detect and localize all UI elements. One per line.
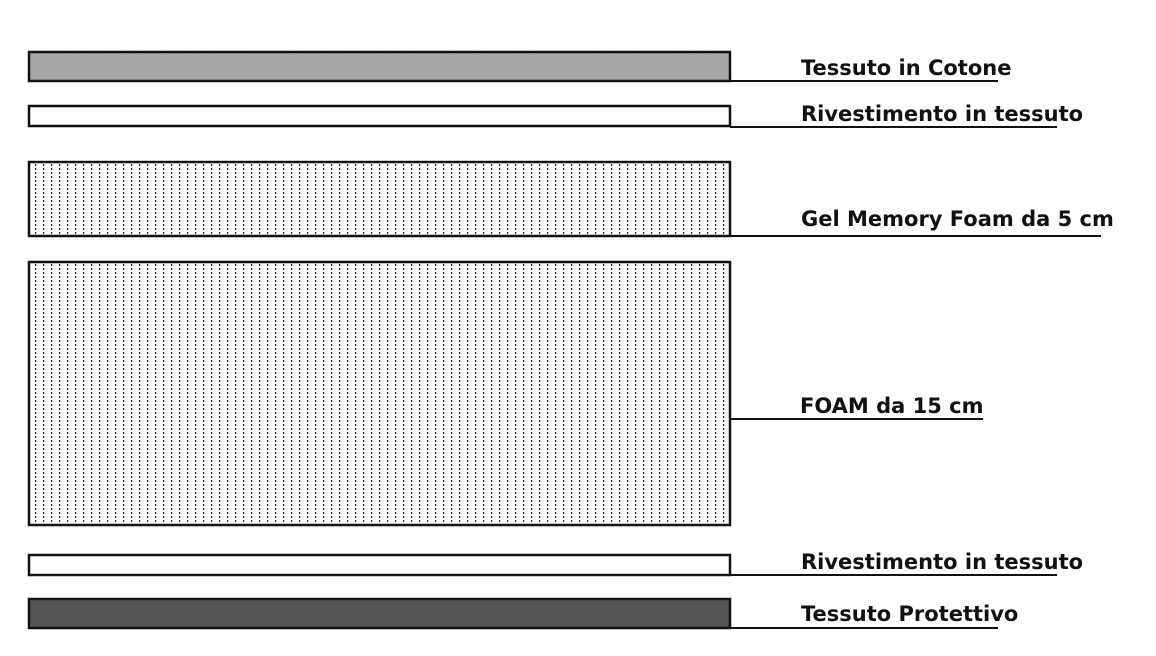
label-fabric-cover-top: Rivestimento in tessuto	[801, 102, 1083, 126]
layer-fabric-cover-bottom: Rivestimento in tessuto	[27, 550, 1083, 577]
label-foam-15cm: FOAM da 15 cm	[800, 394, 983, 418]
layer-protective-fabric: Tessuto Protettivo	[27, 597, 1018, 630]
layer-gel-memory-foam-bar	[31, 164, 728, 234]
layer-gel-memory-foam: Gel Memory Foam da 5 cm	[27, 160, 1114, 238]
layer-fabric-cover-top-bar	[27, 104, 732, 128]
label-protective-fabric: Tessuto Protettivo	[801, 602, 1018, 626]
layer-fabric-cover-top: Rivestimento in tessuto	[27, 102, 1083, 128]
layer-foam-15cm: FOAM da 15 cm	[27, 260, 983, 527]
layer-fabric-cover-bottom-bar	[27, 553, 732, 577]
layer-cotton-fabric-texture	[29, 52, 730, 81]
layer-foam-15cm-bar	[31, 264, 728, 523]
layer-protective-fabric-bar	[27, 597, 732, 630]
label-fabric-cover-bottom: Rivestimento in tessuto	[801, 550, 1083, 574]
label-cotton-fabric: Tessuto in Cotone	[801, 56, 1011, 80]
label-gel-memory-foam: Gel Memory Foam da 5 cm	[801, 207, 1114, 231]
layer-cotton-fabric: Tessuto in Cotone	[27, 50, 1011, 83]
